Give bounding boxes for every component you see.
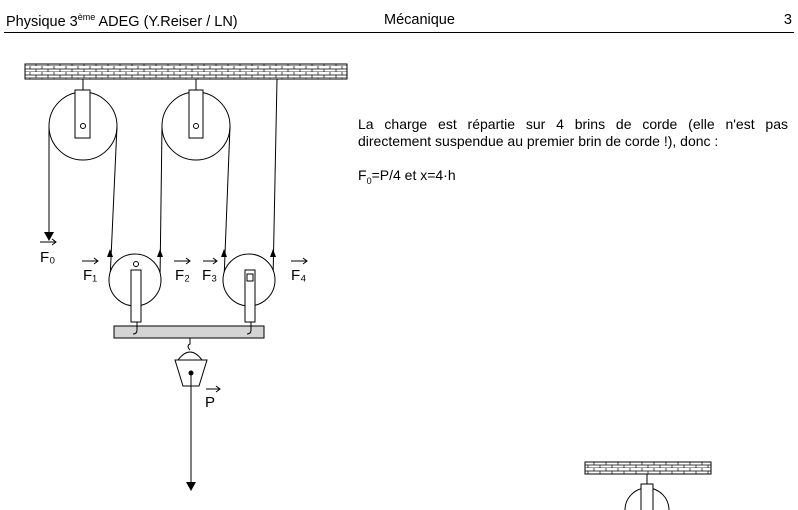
label-f3: F₃	[202, 267, 217, 284]
moving-pulley-2	[222, 253, 276, 323]
load-handle	[176, 351, 204, 361]
page-number: 3	[783, 12, 792, 28]
label-f0: F₀	[40, 249, 55, 266]
label-p: P	[205, 394, 215, 411]
moving-pulley-1	[108, 253, 162, 323]
load-hook	[187, 338, 191, 351]
weight-arrowhead	[186, 482, 196, 491]
beam	[113, 325, 265, 339]
label-f4: F₄	[291, 267, 306, 284]
hook-1	[132, 322, 138, 335]
course-title: Physique 3ème ADEG (Y.Reiser / LN)	[6, 12, 238, 30]
vector-overlines	[40, 238, 308, 393]
header-rule	[4, 32, 794, 33]
section-title: Mécanique	[384, 12, 455, 28]
page-header: Physique 3ème ADEG (Y.Reiser / LN) Mécan…	[4, 10, 794, 33]
strand-arrows	[107, 249, 276, 257]
ceiling	[24, 63, 348, 80]
next-figure-fragment	[584, 461, 712, 510]
pull-arrow	[44, 232, 54, 241]
formula: F0=P/4 et x=4·h	[358, 167, 456, 186]
fixed-pulley-2	[161, 79, 231, 161]
label-f2: F₂	[175, 267, 190, 284]
hook-2	[246, 322, 252, 335]
fixed-pulley-1	[48, 79, 118, 161]
explanation-paragraph: La charge est répartie sur 4 brins de co…	[358, 116, 788, 149]
label-f1: F₁	[83, 267, 97, 284]
